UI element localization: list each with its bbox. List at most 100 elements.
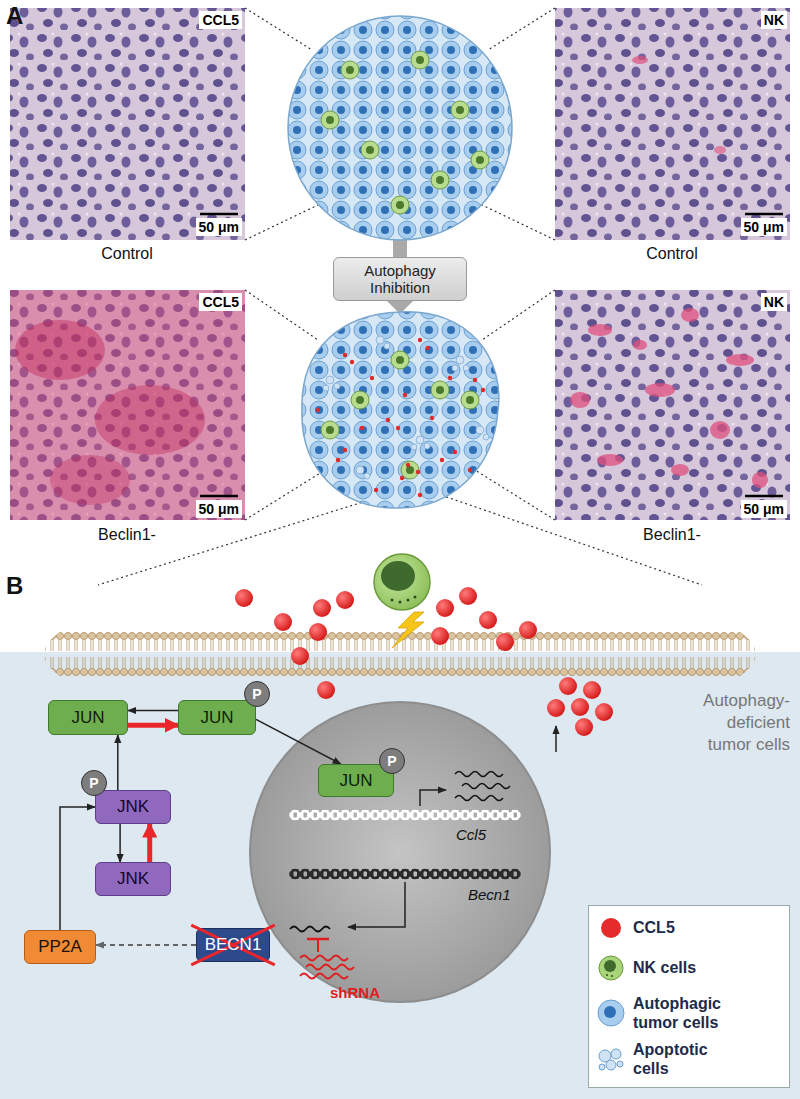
- node-label: PP2A: [38, 937, 81, 957]
- tumor-cluster: [366, 146, 374, 154]
- scale-label: 50 μm: [741, 218, 787, 236]
- zoom-line: [245, 8, 312, 50]
- process-box: Autophagy Inhibition: [333, 257, 467, 301]
- tumor-cell-icon: [598, 1000, 624, 1026]
- ccl5-dot: [431, 627, 449, 645]
- ccl5-dot: [459, 587, 477, 605]
- nk-cell: [407, 599, 410, 602]
- tumor-cluster: [343, 448, 347, 452]
- ccl5-dot: [235, 589, 253, 607]
- nk-cell-icon: [599, 956, 623, 980]
- mrna: [462, 784, 510, 789]
- shrna: [300, 939, 354, 979]
- nk-cell-icon: [604, 960, 616, 972]
- tumor-cluster: [468, 468, 472, 472]
- tumor-cluster: [430, 416, 434, 420]
- node-label: BECN1: [205, 935, 262, 955]
- micrograph: [745, 495, 783, 498]
- zoom-line: [98, 492, 395, 585]
- ccl5-dot: [571, 698, 589, 716]
- phospho-badge: P: [379, 748, 405, 774]
- tumor-cluster: [336, 458, 340, 462]
- phospho-badge: P: [244, 681, 270, 707]
- ccl5-dot: [274, 613, 292, 631]
- tumor-cluster: [343, 353, 347, 357]
- tumor-cluster: [453, 450, 457, 454]
- zoom-line: [488, 8, 555, 50]
- micrograph: [10, 290, 245, 520]
- tumor-cell-icon: [598, 1000, 624, 1026]
- legend-text: CCL5: [633, 918, 783, 937]
- nk-cell: [374, 554, 430, 610]
- mrna: [455, 796, 503, 801]
- scale-label: 50 μm: [196, 500, 242, 518]
- tumor-cluster: [323, 385, 329, 391]
- micrograph: [752, 472, 768, 488]
- ccl5-dot: [496, 633, 514, 651]
- connector-arrow: [117, 735, 119, 790]
- node-label: JUN: [339, 771, 372, 791]
- ccl5-dot: [291, 647, 309, 665]
- nk-cell: [391, 599, 394, 602]
- stain-label: CCL5: [199, 11, 242, 29]
- apoptotic-cell-icon: [599, 1064, 605, 1070]
- protein-box: JNK: [95, 862, 171, 896]
- tumor-cluster: [350, 360, 354, 364]
- zoom-line: [245, 205, 318, 240]
- tumor-cluster: [440, 458, 444, 462]
- micrograph: [588, 324, 612, 336]
- tumor-cluster: [473, 378, 477, 382]
- micrograph: [555, 8, 790, 240]
- gene-label: Ccl5: [456, 826, 486, 843]
- tumor-cluster: [326, 56, 484, 209]
- micrograph: [50, 455, 130, 505]
- condition-label: Control: [101, 245, 153, 263]
- shrna: [307, 938, 329, 941]
- tumor-cluster: [341, 61, 359, 79]
- tumor-cluster: [403, 393, 407, 397]
- stain-label: NK: [761, 11, 787, 29]
- scale-label: 50 μm: [196, 218, 242, 236]
- lightning-bolt: [392, 612, 424, 648]
- apoptotic-cell-icon: [611, 1049, 621, 1059]
- micrograph: [10, 8, 245, 240]
- node-label: JUN: [200, 708, 233, 728]
- nk-cell: [399, 601, 402, 604]
- cytoplasm: [0, 652, 800, 1099]
- tumor-cluster: [302, 312, 499, 508]
- apoptotic-cell-icon: [606, 1060, 616, 1070]
- tumor-cluster: [384, 343, 390, 349]
- region-label: Autophagy-deficient tumor cells: [682, 690, 790, 756]
- tumor-cluster: [456, 356, 464, 364]
- tumor-cluster: [288, 16, 512, 240]
- ccl5-dot: [575, 718, 593, 736]
- micrograph: [726, 354, 754, 366]
- tumor-cluster: [316, 408, 320, 412]
- tumor-cluster: [476, 426, 484, 434]
- gene-label: Becn1: [468, 886, 511, 903]
- micrograph: [555, 290, 790, 520]
- zoom-line: [432, 492, 702, 585]
- legend-text: NK cells: [633, 958, 783, 977]
- mrna: [455, 772, 503, 777]
- transcription-arrow: [348, 882, 405, 927]
- shrna: [317, 939, 319, 952]
- mrna: [455, 772, 510, 801]
- tumor-cluster: [436, 176, 444, 184]
- tumor-cluster: [411, 444, 417, 450]
- zoom-line: [482, 290, 555, 340]
- micrograph: [632, 56, 648, 64]
- tumor-cluster: [452, 365, 458, 371]
- tumor-cluster: [406, 466, 414, 474]
- tumor-cluster: [418, 338, 422, 342]
- tumor-cluster: [476, 156, 484, 164]
- tumor-cluster: [288, 16, 512, 240]
- micrograph: [671, 464, 689, 476]
- nk-cell-icon: [611, 975, 613, 977]
- node-label: Autophagy Inhibition: [338, 262, 462, 297]
- micrograph: [633, 340, 647, 350]
- node-label: P: [252, 686, 261, 702]
- tumor-cluster: [316, 338, 485, 497]
- protein-box: BECN1: [196, 928, 270, 962]
- micrograph: [10, 290, 245, 520]
